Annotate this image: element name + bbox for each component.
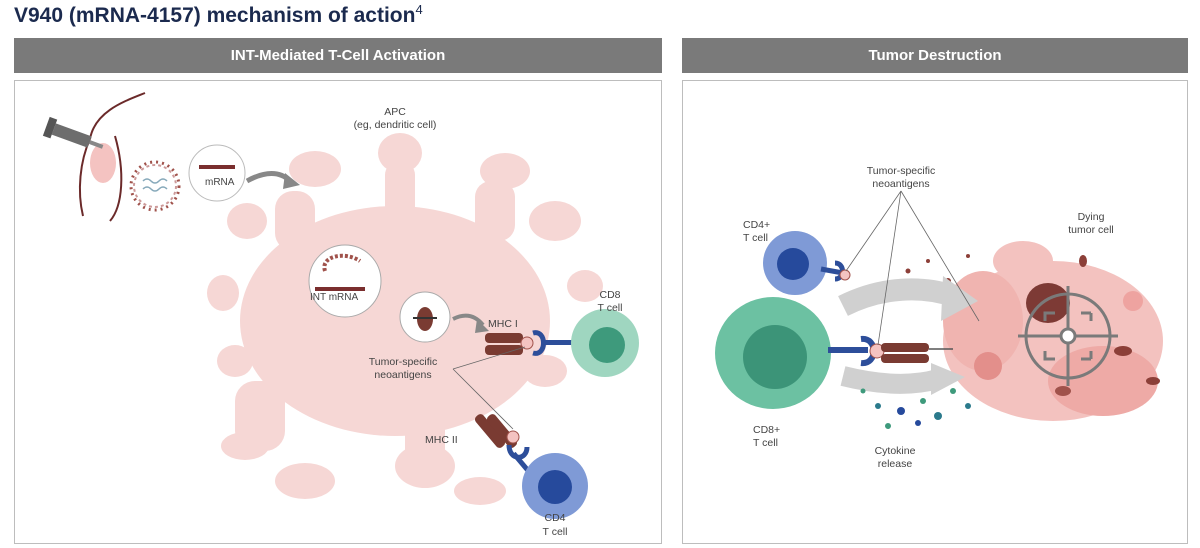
delivery-arrow — [245, 171, 292, 184]
attack-arrowhead-lower — [931, 363, 965, 395]
mhc-i-complex — [485, 330, 573, 356]
mhc-ii-complex — [474, 414, 532, 474]
cd4-plus-t-cell — [763, 231, 851, 295]
cd4-label-line2: T cell — [543, 526, 568, 538]
int-mrna-inset: INT mRNA — [308, 244, 382, 318]
title-reference: 4 — [415, 2, 423, 17]
dying-tumor-cell — [943, 241, 1163, 421]
neoantigens-label-line2: neoantigens — [872, 178, 929, 190]
cd8-plus-t-cell — [715, 297, 953, 409]
cd8-label-line2: T cell — [598, 302, 623, 314]
dying-tumor-label-line2: tumor cell — [1068, 224, 1114, 236]
mrna-label: mRNA — [205, 177, 235, 188]
apc-label-line1: APC — [384, 106, 406, 118]
cd4-label-line1: CD4 — [544, 512, 565, 524]
attack-arrow-upper — [838, 278, 957, 316]
delivery-arrowhead — [283, 173, 300, 189]
left-panel-header: INT-Mediated T-Cell Activation — [14, 38, 662, 73]
cd8-plus-label-line1: CD8+ — [753, 424, 780, 436]
presentation-arrow — [452, 313, 485, 327]
syringe-icon — [42, 116, 104, 149]
target-crosshair-icon — [1018, 286, 1118, 386]
attack-arrow-lower — [840, 366, 941, 394]
cytokine-label-line1: Cytokine — [875, 445, 916, 457]
neoantigens-label-line1: Tumor-specific — [369, 356, 437, 368]
int-mrna-label: INT mRNA — [310, 292, 358, 303]
presentation-arrowhead — [475, 319, 489, 333]
neoantigen-pointer-line — [452, 368, 514, 430]
cytokine-particles — [860, 388, 971, 429]
cd8-t-cell — [571, 309, 639, 377]
cd8-plus-label-line2: T cell — [753, 437, 778, 449]
neoantigen-pointer-line — [877, 190, 902, 346]
cytokine-label-line2: release — [878, 458, 913, 470]
right-panel-header: Tumor Destruction — [682, 38, 1188, 73]
tumor-destruction-diagram: Dying tumor cell CD4+ T cell — [715, 165, 1163, 470]
neoantigen-pointer-line — [845, 190, 902, 272]
cd4-t-cell — [522, 453, 588, 519]
cd8-label-line1: CD8 — [599, 289, 620, 301]
arm-illustration — [78, 92, 146, 222]
cd4-plus-label-line2: T cell — [743, 232, 768, 244]
page-title: V940 (mRNA-4157) mechanism of action4 — [14, 2, 423, 27]
mrna-zoom-inset: mRNA — [188, 144, 246, 202]
neoantigen-pointer-line — [900, 190, 980, 322]
left-panel: mRNA APC (eg, dendritic — [14, 80, 662, 544]
mhc-i-label: MHC I — [488, 318, 518, 330]
neoantigens-label-line2: neoantigens — [374, 369, 431, 381]
lipid-nanoparticle-icon — [129, 160, 181, 212]
apc-label-line2: (eg, dendritic cell) — [354, 119, 437, 131]
dying-tumor-label-line1: Dying — [1078, 211, 1105, 223]
neoantigens-label-line1: Tumor-specific — [867, 165, 935, 177]
attack-arrowhead-upper — [941, 276, 978, 321]
t-cell-activation-diagram: mRNA APC (eg, dendritic — [42, 92, 639, 538]
neoantigen-pointer-line — [452, 346, 526, 370]
right-panel: Dying tumor cell CD4+ T cell — [682, 80, 1188, 544]
mhc-ii-label: MHC II — [425, 434, 458, 446]
ribosome-inset — [399, 291, 451, 343]
cd4-plus-label-line1: CD4+ — [743, 219, 770, 231]
